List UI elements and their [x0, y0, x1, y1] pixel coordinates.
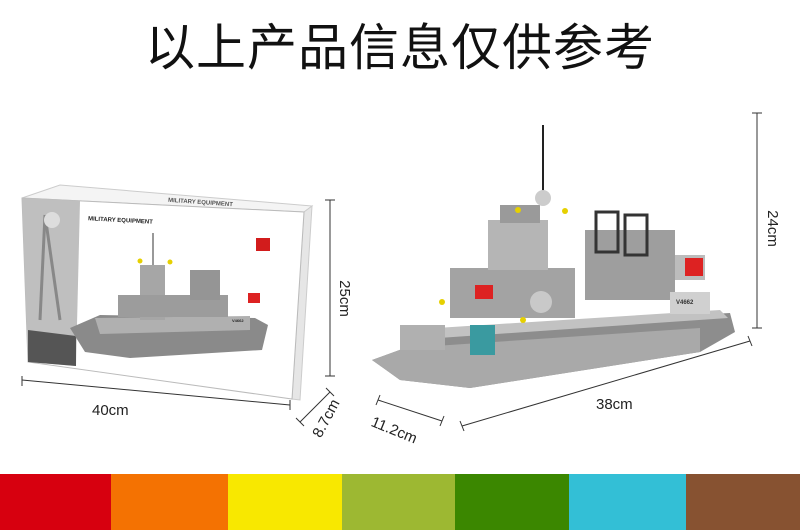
dimension-lines: [21, 112, 762, 432]
box-height-label: 25cm: [335, 280, 353, 317]
model-length-label: 38cm: [596, 396, 633, 413]
box-width-label: 40cm: [92, 402, 129, 419]
disclaimer-title: 以上产品信息仅供参考: [145, 19, 655, 77]
swatch-yellow: [228, 474, 342, 530]
ship-hull-code: V4662: [676, 300, 694, 306]
swatch-light-green: [342, 474, 455, 530]
swatch-green: [455, 474, 569, 530]
model-height-label: 24cm: [763, 210, 781, 247]
swatch-red: [0, 474, 111, 530]
swatch-cyan: [569, 474, 686, 530]
brand-logo: [256, 238, 270, 251]
swatch-orange: [111, 474, 228, 530]
ship-model: [372, 125, 735, 388]
box-hull-code: V4662: [232, 318, 244, 323]
product-box: [21, 184, 314, 401]
color-swatch-bar: [0, 474, 800, 530]
swatch-brown: [686, 474, 800, 530]
